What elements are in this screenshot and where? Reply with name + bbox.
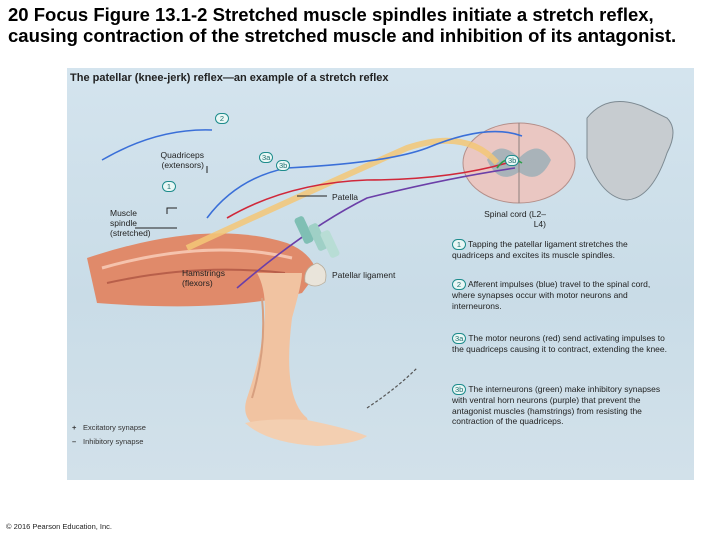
step-3b-description: The interneurons (green) make inhibitory…	[452, 384, 661, 426]
badge-step-3b-left: 3b	[276, 160, 291, 171]
copyright-text: © 2016 Pearson Education, Inc.	[6, 522, 113, 531]
label-patella: Patella	[332, 192, 358, 202]
step-3b-badge: 3b	[452, 384, 467, 396]
label-quadriceps: Quadriceps (extensors)	[160, 150, 204, 170]
afferent-arrow	[101, 129, 213, 161]
figure-heading: The patellar (knee-jerk) reflex—an examp…	[70, 72, 389, 84]
step-2-badge: 2	[452, 279, 466, 291]
motor-neuron-path	[226, 162, 508, 219]
badge-step-3a: 3a	[259, 152, 274, 163]
legend-inhibitory-label: Inhibitory synapse	[83, 437, 144, 446]
label-patellar-ligament: Patellar ligament	[332, 270, 396, 280]
legend-excitatory: + Excitatory synapse	[72, 423, 146, 432]
label-muscle-spindle: Muscle spindle (stretched)	[110, 208, 151, 238]
reflex-illustration	[87, 101, 674, 446]
minus-icon: –	[72, 437, 77, 446]
spinal-cord-illustration	[462, 101, 674, 204]
slide-title: 20 Focus Figure 13.1-2 Stretched muscle …	[8, 4, 677, 46]
legend-inhibitory: –Inhibitory synapse	[72, 437, 143, 446]
step-3a-description: The motor neurons (red) send activating …	[452, 333, 667, 355]
step-1-badge: 1	[452, 239, 466, 251]
plus-icon: +	[72, 423, 77, 432]
badge-step-2: 2	[215, 113, 229, 124]
legend-excitatory-label: Excitatory synapse	[83, 423, 146, 432]
step-2-description: Afferent impulses (blue) travel to the s…	[452, 279, 651, 311]
step-3a-badge: 3a	[452, 333, 467, 345]
nerve-bundle	[185, 137, 500, 251]
reflex-hammer-illustration	[294, 216, 340, 258]
label-spinal-cord: Spinal cord (L2–L4)	[484, 209, 546, 229]
step-1-description: Tapping the patellar ligament stretches …	[452, 239, 628, 261]
label-hamstrings: Hamstrings (flexors)	[182, 268, 225, 288]
kick-arrow	[366, 367, 418, 409]
leg-illustration	[87, 233, 367, 446]
badge-step-1: 1	[162, 181, 176, 192]
afferent-path	[206, 130, 523, 219]
inhibited-neuron-path	[236, 167, 516, 289]
badge-step-3b-right: 3b	[505, 155, 520, 166]
